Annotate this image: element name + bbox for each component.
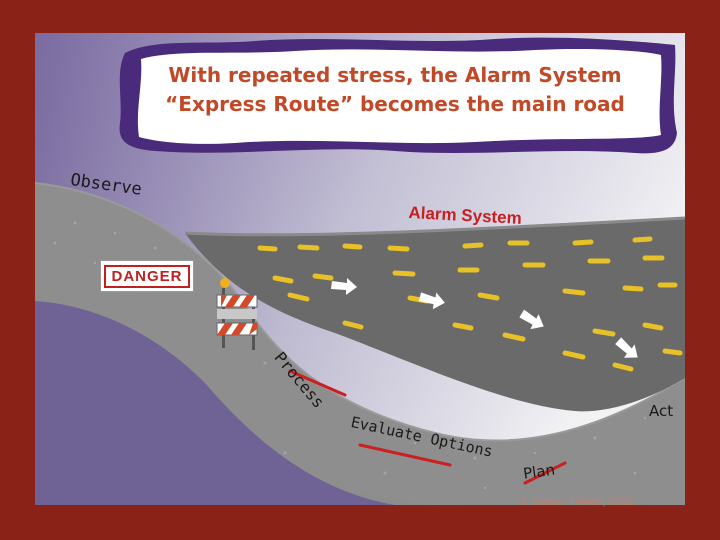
- danger-sign: DANGER: [100, 260, 194, 292]
- express-road: [185, 218, 685, 412]
- act-label: Act: [649, 402, 674, 420]
- arrow-right-icon: [331, 278, 638, 358]
- road-illustration: [35, 33, 685, 505]
- title-line-1: With repeated stress, the Alarm System: [168, 63, 622, 87]
- diagram-slide: With repeated stress, the Alarm System “…: [35, 33, 685, 505]
- danger-sign-text: DANGER: [104, 264, 190, 288]
- road-barrier-icon: [216, 278, 258, 350]
- title-line-2: “Express Route” becomes the main road: [165, 92, 625, 116]
- strike-lines: [288, 369, 567, 485]
- credit-text: J. Jensen Powell, 2021: [520, 496, 634, 508]
- lane-dashes: [257, 236, 683, 372]
- slide-title: With repeated stress, the Alarm System “…: [135, 61, 655, 119]
